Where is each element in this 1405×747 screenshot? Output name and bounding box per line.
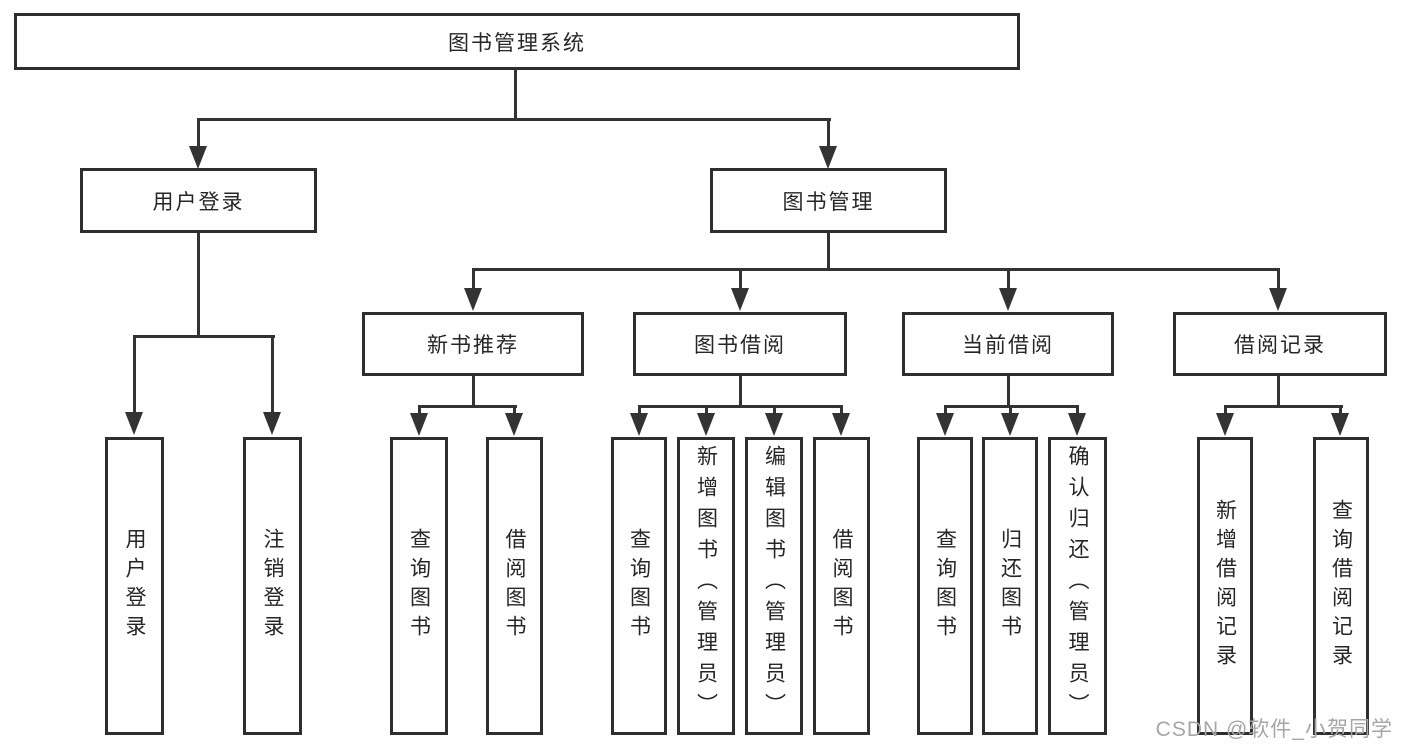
connector-line (197, 233, 200, 336)
connector-line (1007, 268, 1010, 290)
arrow-down-icon (1001, 413, 1019, 436)
arrow-down-icon (1068, 413, 1086, 436)
leaf-edit-books-admin-label: 编辑图书（管理员） (762, 445, 786, 724)
leaf-query-books-recommend: 查询图书 (390, 437, 448, 735)
node-root: 图书管理系统 (14, 13, 1020, 70)
arrow-down-icon (464, 288, 482, 311)
connector-line (197, 118, 200, 148)
arrow-down-icon (189, 146, 207, 169)
connector-line (472, 268, 475, 290)
connector-line (1224, 405, 1343, 408)
node-borrowing-records: 借阅记录 (1173, 312, 1387, 376)
connector-line (638, 405, 641, 416)
arrow-down-icon (630, 413, 648, 436)
arrow-down-icon (125, 412, 143, 435)
leaf-add-books-admin: 新增图书（管理员） (677, 437, 735, 735)
arrow-down-icon (1331, 413, 1349, 436)
leaf-query-books-recommend-label: 查询图书 (407, 528, 431, 644)
node-new-book-recommend: 新书推荐 (362, 312, 584, 376)
leaf-add-borrow-record-label: 新增借阅记录 (1213, 499, 1237, 673)
leaf-add-borrow-record: 新增借阅记录 (1197, 437, 1253, 735)
leaf-query-books-current: 查询图书 (917, 437, 973, 735)
leaf-user-login: 用户登录 (105, 437, 164, 735)
leaf-return-books-label: 归还图书 (998, 528, 1022, 644)
connector-line (514, 69, 517, 119)
connector-line (133, 335, 275, 338)
leaf-logout-label: 注销登录 (261, 528, 285, 644)
leaf-edit-books-admin: 编辑图书（管理员） (745, 437, 803, 735)
node-borrowing-records-label: 借阅记录 (1234, 334, 1326, 357)
connector-line (739, 268, 742, 290)
connector-line (1224, 405, 1227, 416)
connector-line (1277, 268, 1280, 290)
arrow-down-icon (832, 413, 850, 436)
connector-line (840, 405, 843, 416)
node-book-borrowing: 图书借阅 (633, 312, 847, 376)
connector-line (472, 376, 475, 407)
node-book-borrowing-label: 图书借阅 (694, 334, 786, 357)
arrow-down-icon (819, 146, 837, 169)
connector-line (197, 118, 831, 121)
leaf-query-books-borrowing: 查询图书 (611, 437, 667, 735)
connector-line (827, 233, 830, 270)
leaf-confirm-return-admin: 确认归还（管理员） (1048, 437, 1107, 735)
leaf-borrow-books-recommend: 借阅图书 (486, 437, 543, 735)
connector-line (739, 376, 742, 407)
connector-line (1076, 405, 1079, 416)
connector-line (1009, 405, 1012, 416)
connector-line (133, 335, 136, 413)
arrow-down-icon (697, 413, 715, 436)
leaf-query-books-borrowing-label: 查询图书 (627, 528, 651, 644)
arrow-down-icon (936, 413, 954, 436)
connector-line (1277, 376, 1280, 407)
leaf-confirm-return-admin-label: 确认归还（管理员） (1066, 445, 1090, 724)
connector-line (827, 118, 830, 148)
node-root-label: 图书管理系统 (448, 31, 586, 55)
connector-line (944, 405, 947, 416)
connector-line (472, 268, 1280, 271)
leaf-query-borrow-record: 查询借阅记录 (1313, 437, 1369, 735)
leaf-return-books: 归还图书 (982, 437, 1038, 735)
node-user-login-label: 用户登录 (152, 190, 245, 214)
node-current-borrowing-label: 当前借阅 (962, 334, 1054, 357)
connector-line (418, 405, 517, 408)
connector-line (513, 405, 516, 416)
arrow-down-icon (999, 288, 1017, 311)
leaf-borrow-books-label: 借阅图书 (830, 528, 854, 644)
leaf-add-books-admin-label: 新增图书（管理员） (694, 445, 718, 724)
arrow-down-icon (505, 413, 523, 436)
leaf-user-login-label: 用户登录 (123, 528, 147, 644)
leaf-query-borrow-record-label: 查询借阅记录 (1329, 499, 1353, 673)
node-user-login: 用户登录 (80, 168, 317, 233)
csdn-watermark: CSDN @软件_小贺同学 (1155, 718, 1393, 741)
connector-line (773, 405, 776, 416)
connector-line (271, 335, 274, 413)
arrow-down-icon (1216, 413, 1234, 436)
node-book-management-label: 图书管理 (782, 190, 875, 214)
arrow-down-icon (731, 288, 749, 311)
connector-line (1007, 376, 1010, 407)
leaf-borrow-books-recommend-label: 借阅图书 (503, 528, 527, 644)
node-book-management: 图书管理 (710, 168, 947, 233)
node-current-borrowing: 当前借阅 (902, 312, 1114, 376)
connector-line (1339, 405, 1342, 416)
leaf-query-books-current-label: 查询图书 (933, 528, 957, 644)
node-new-book-recommend-label: 新书推荐 (427, 334, 519, 357)
arrow-down-icon (410, 413, 428, 436)
leaf-logout: 注销登录 (243, 437, 302, 735)
leaf-borrow-books: 借阅图书 (813, 437, 870, 735)
connector-line (638, 405, 843, 408)
arrow-down-icon (765, 413, 783, 436)
arrow-down-icon (1269, 288, 1287, 311)
connector-line (418, 405, 421, 416)
connector-line (705, 405, 708, 416)
arrow-down-icon (263, 412, 281, 435)
